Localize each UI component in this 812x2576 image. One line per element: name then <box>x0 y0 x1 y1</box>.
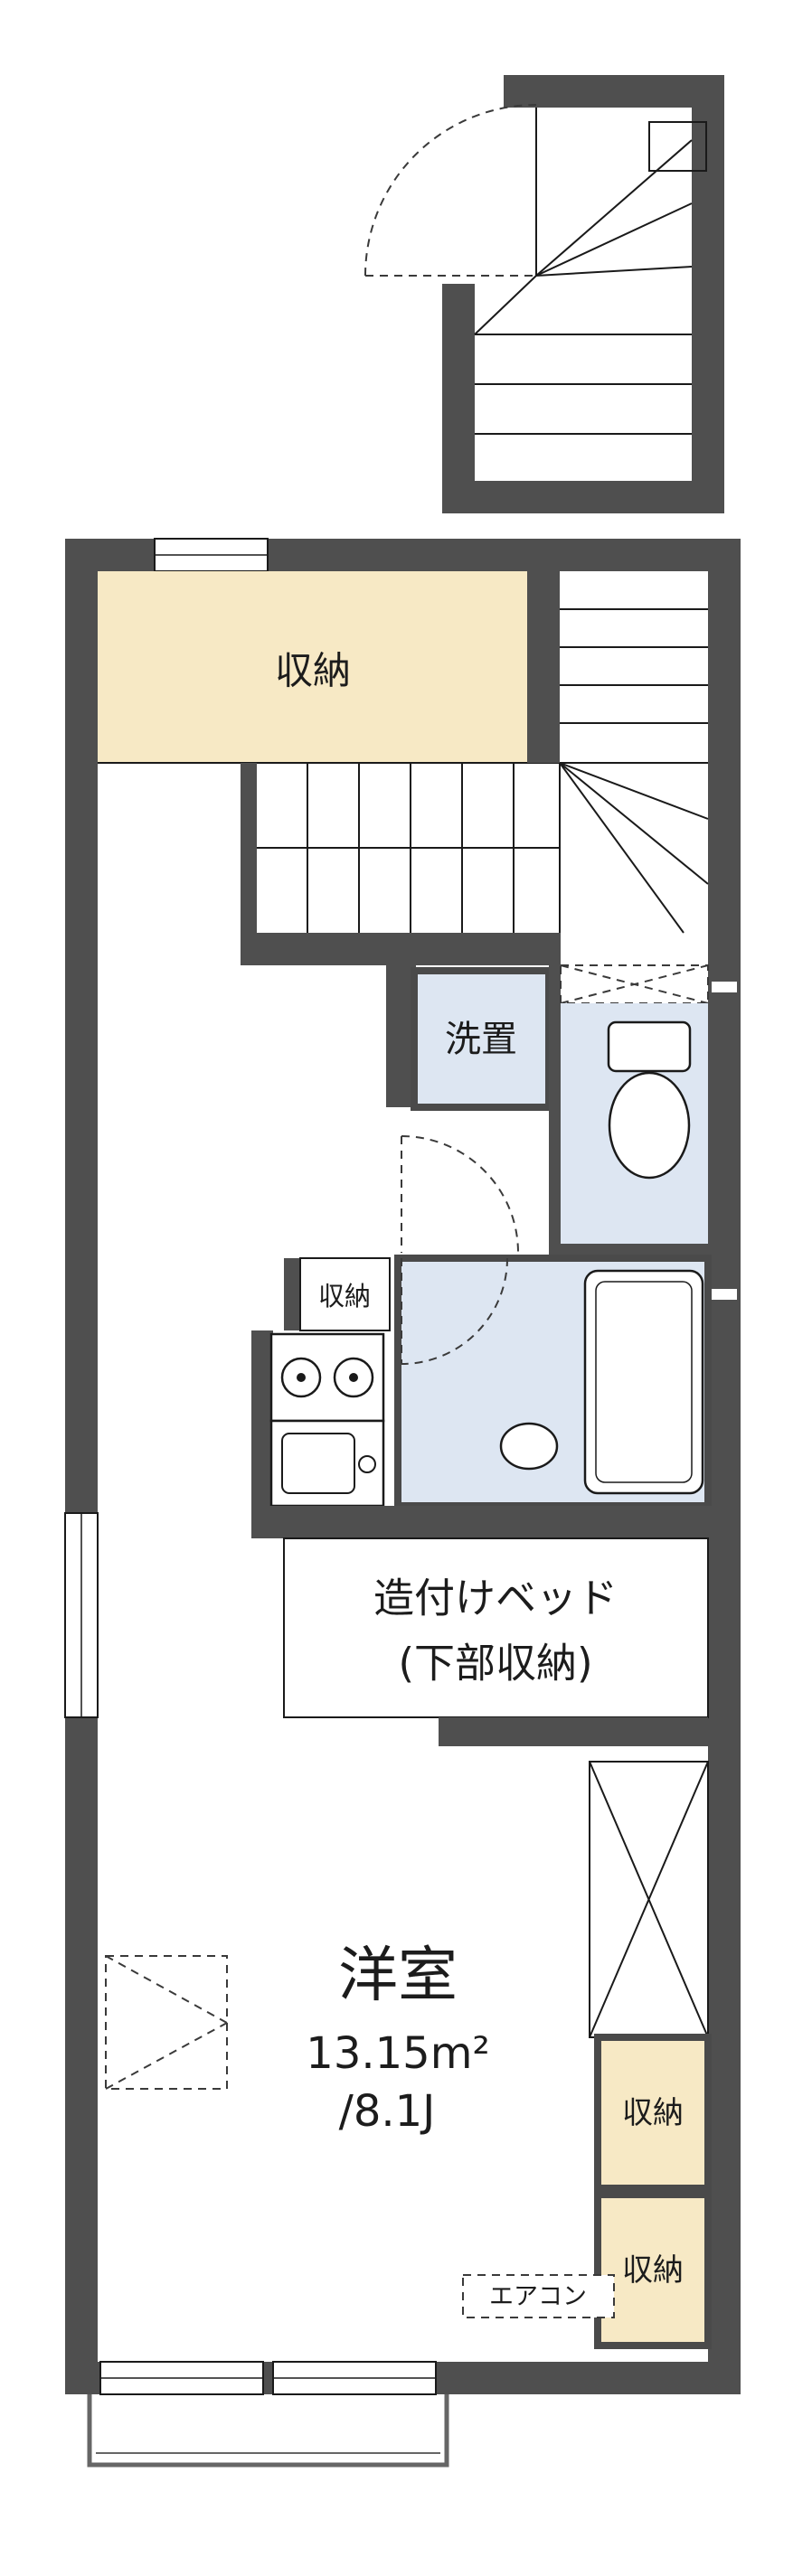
closet-with-cross <box>589 1761 709 2038</box>
balcony <box>87 2394 449 2468</box>
bed-outline <box>283 1537 709 1718</box>
right-wall-vent-notch-2 <box>712 1289 737 1300</box>
washer-space <box>411 967 552 1111</box>
kitchen-side-wall <box>251 1330 273 1506</box>
storage-room-top-fill <box>98 571 527 763</box>
small-storage-label: 収納 <box>318 1281 371 1312</box>
bed-label-line2: (下部収納) <box>398 1640 592 1688</box>
bed-bottom-wall <box>439 1717 708 1746</box>
room-name: 洋室 <box>338 1941 458 2010</box>
upper-block-bottom-wall <box>442 481 724 513</box>
aircon-marker: エアコン <box>462 2274 615 2318</box>
bathtub <box>583 1269 704 1495</box>
upper-storage-nook <box>648 121 707 172</box>
main-right-wall <box>708 539 741 2394</box>
dashed-window-marker <box>105 1955 228 2090</box>
faucet <box>358 1455 376 1473</box>
upper-stair-block <box>364 75 724 513</box>
storage-right-top-box: 収納 <box>594 2034 712 2192</box>
washer-toilet-zone: 洗置 <box>386 964 741 1258</box>
right-wall-vent-notch-1 <box>712 982 737 992</box>
upper-block-top-wall <box>504 75 724 108</box>
stair-treads <box>257 608 709 934</box>
small-storage <box>299 1257 391 1331</box>
small-storage-side-wall <box>284 1258 300 1330</box>
bath-drain <box>499 1422 559 1471</box>
upper-block-left-wall <box>442 284 475 513</box>
bath-bottom-wall <box>251 1506 741 1538</box>
sink-basin <box>281 1433 355 1494</box>
kitchen-bath-zone: 収納 <box>251 1255 741 1538</box>
main-staircase <box>241 539 709 965</box>
entry-door-swing <box>364 104 537 277</box>
bath-door-swing <box>401 1257 508 1365</box>
storage-right-bottom-box: 収納 <box>594 2191 712 2349</box>
main-left-wall <box>65 539 98 2394</box>
main-outer-walls <box>65 539 741 2394</box>
hall-door-swing <box>401 1135 519 1254</box>
storage-room-top: 収納 <box>98 571 708 764</box>
storage-right-bottom-label: 収納 <box>622 2252 684 2289</box>
under-stair-wall <box>251 933 561 965</box>
bed-label-line1: 造付けベッド <box>373 1575 618 1622</box>
washer-label: 洗置 <box>445 1019 517 1060</box>
toilet-fixture <box>607 1020 692 1180</box>
left-wall-window <box>64 1512 99 1718</box>
main-room: 洋室 13.15m² /8.1J 収納 収納 エアコン <box>105 1761 712 2349</box>
upper-winder-stairs <box>474 139 693 435</box>
bottom-wall-window-right <box>272 2361 437 2395</box>
bottom-wall-window-left <box>99 2361 264 2395</box>
stair-partition-wall <box>527 539 560 763</box>
room-tatami: /8.1J <box>339 2086 436 2137</box>
storage-room-top-label: 収納 <box>275 649 351 693</box>
sink-unit <box>269 1419 385 1508</box>
windows <box>64 538 737 2395</box>
kitchen-unit <box>269 1332 385 1508</box>
built-in-bed: 造付けベッド (下部収納) <box>283 1537 709 1746</box>
upper-block-right-wall <box>692 75 724 513</box>
toilet-folding-door <box>560 964 709 1004</box>
aircon-label: エアコン <box>489 2283 587 2311</box>
room-area: 13.15m² <box>306 2028 489 2079</box>
stair-left-stub-wall <box>241 763 257 965</box>
toilet-left-wall <box>549 965 562 1250</box>
storage-right-top-label: 収納 <box>622 2095 684 2131</box>
top-wall-window <box>154 538 269 572</box>
